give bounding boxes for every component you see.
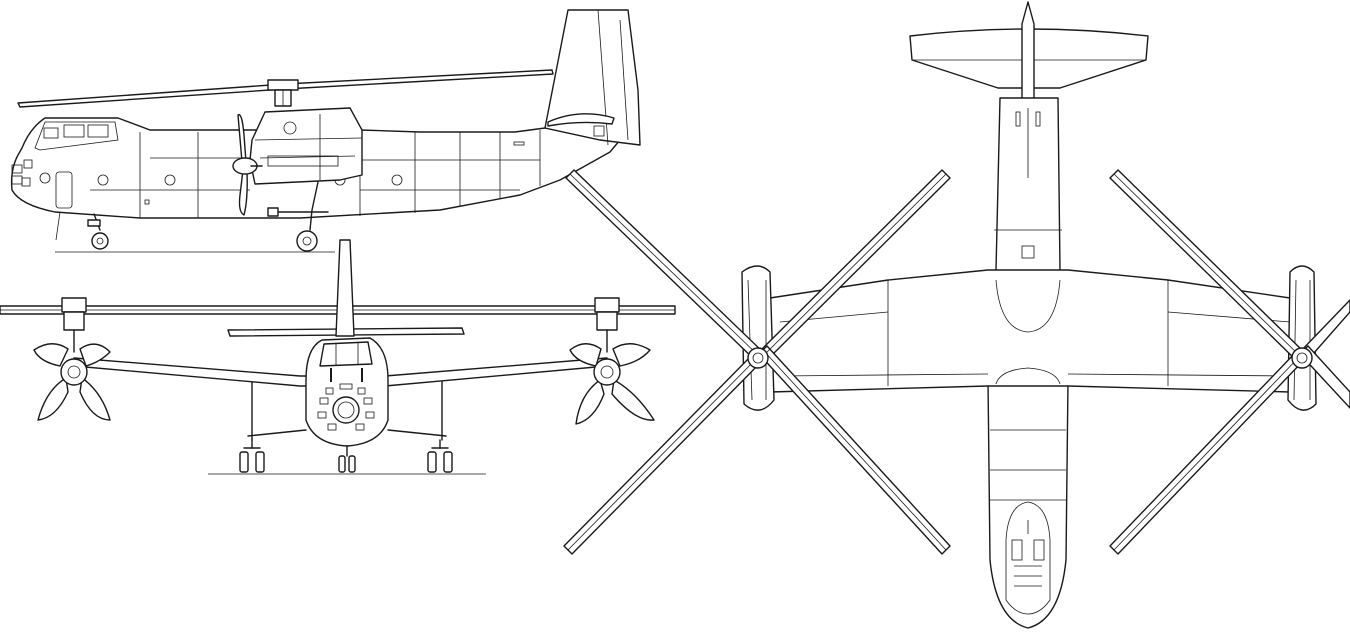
top-right-rotor [1109, 169, 1350, 555]
side-fuselage-panels [39, 130, 541, 241]
top-right-nacelle [1287, 265, 1317, 411]
top-fin [1021, 1, 1035, 109]
front-view [0, 239, 676, 475]
side-main-gear [267, 181, 329, 252]
front-left-propeller [33, 343, 111, 421]
side-cockpit [11, 121, 119, 187]
side-propeller [232, 113, 263, 216]
front-landing-gear [239, 381, 453, 473]
top-view [563, 1, 1350, 629]
front-tail [227, 239, 465, 337]
front-right-rotor-hub [594, 297, 620, 353]
side-rotor [17, 69, 554, 108]
top-left-rotor [563, 169, 951, 555]
side-nacelle [249, 107, 363, 185]
front-fuselage [305, 337, 389, 447]
side-view [10, 9, 641, 253]
front-left-rotor-hub [61, 297, 87, 353]
top-fuselage-details [990, 108, 1066, 615]
side-nose-gear [87, 213, 109, 250]
side-tail [544, 9, 641, 146]
front-right-propeller [569, 343, 655, 425]
top-wing [769, 269, 1291, 393]
